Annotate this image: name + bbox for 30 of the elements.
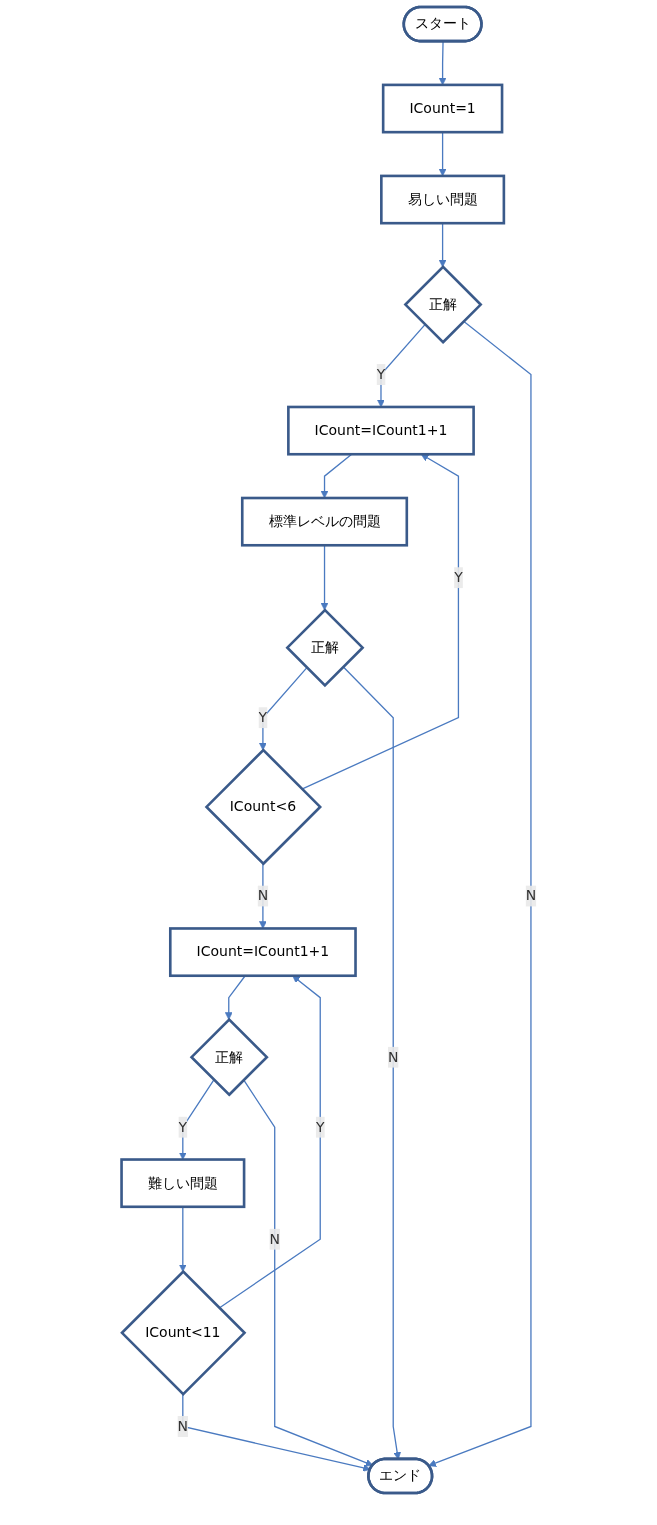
arrow bbox=[428, 320, 532, 1467]
edge-label: N bbox=[387, 1048, 399, 1066]
arrow bbox=[218, 975, 321, 1309]
edge-label: N bbox=[257, 887, 268, 904]
node-box: 易しい問題 bbox=[379, 174, 505, 225]
edge-label: Y bbox=[453, 568, 463, 586]
node-diamond: 正解 bbox=[189, 1017, 269, 1097]
arrow bbox=[181, 1393, 371, 1472]
node-box: 標準レベルの問題 bbox=[240, 496, 408, 547]
arrow bbox=[178, 1206, 187, 1272]
node-diamond: 正解 bbox=[285, 608, 365, 688]
arrow bbox=[242, 1079, 373, 1467]
node-diamond: 正解 bbox=[403, 265, 483, 345]
edge-label: Y bbox=[258, 708, 267, 726]
node-box: ICount=ICount1+1 bbox=[286, 405, 475, 456]
node-box: 難しい問題 bbox=[119, 1158, 246, 1209]
node-diamond: ICount<11 bbox=[119, 1269, 246, 1396]
arrow bbox=[258, 667, 308, 751]
arrow bbox=[178, 1079, 215, 1160]
edge-label: Y bbox=[178, 1118, 187, 1136]
edge-label: N bbox=[525, 887, 536, 904]
edge-label: Y bbox=[376, 365, 385, 383]
arrow bbox=[224, 975, 246, 1020]
edge-label: N bbox=[177, 1417, 188, 1435]
node-diamond: ICount<6 bbox=[204, 748, 322, 866]
edge-label: Y bbox=[315, 1118, 325, 1136]
node-box: ICount=ICount1+1 bbox=[168, 927, 357, 978]
arrow bbox=[258, 863, 267, 929]
edge-label: N bbox=[269, 1230, 280, 1248]
node-box: ICount=1 bbox=[381, 83, 503, 134]
